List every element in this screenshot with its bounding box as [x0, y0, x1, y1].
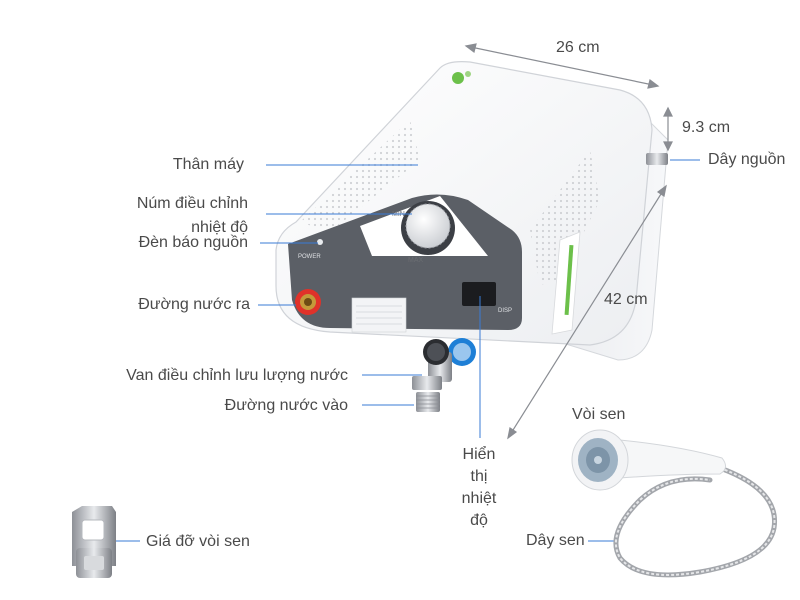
- power-light-icon: [317, 239, 323, 245]
- shower-set: [571, 429, 778, 578]
- brand-logo-icon: [452, 71, 471, 84]
- label-shower-hose: Dây sen: [526, 532, 585, 549]
- label-body: Thân máy: [172, 156, 244, 173]
- dimension-depth: 9.3 cm: [682, 119, 731, 136]
- dot-texture-left: [300, 120, 420, 232]
- label-temperature-knob: Núm điều chỉnh nhiệt độ: [136, 195, 248, 236]
- water-outlet-connector: [295, 289, 321, 315]
- shower-holder-icon: [72, 506, 116, 578]
- dimension-height: 42 cm: [604, 291, 648, 308]
- label-water-in: Đường nước vào: [224, 397, 348, 414]
- water-inlet-connector: [448, 338, 476, 366]
- knob-max-label: MAX: [408, 257, 424, 264]
- green-accent-strip: [551, 231, 581, 335]
- label-shower-holder: Giá đỡ vòi sen: [146, 533, 250, 550]
- dot-texture-right: [530, 150, 600, 285]
- shower-hose: [613, 465, 778, 578]
- flow-valve[interactable]: [412, 339, 452, 412]
- temperature-knob[interactable]: [401, 201, 455, 255]
- green-accent-bar: [564, 244, 574, 316]
- label-flow-valve: Van điều chỉnh lưu lượng nước: [126, 367, 348, 384]
- temperature-display: [462, 282, 496, 306]
- shower-head-icon: [571, 429, 629, 491]
- dimension-width: 26 cm: [556, 39, 600, 56]
- label-power-cord: Dây nguồn: [708, 151, 786, 168]
- label-temperature-display: Hiển thị nhiệt độ: [461, 446, 497, 529]
- leader-lines: [100, 159, 700, 542]
- water-heater-unit: MIN MAX POWER DISP: [275, 61, 669, 412]
- label-water-out: Đường nước ra: [138, 296, 250, 313]
- spec-sticker: [351, 297, 407, 333]
- shower-handle: [619, 439, 726, 479]
- label-power-light: Đèn báo nguồn: [138, 234, 248, 251]
- power-cord-stub: [646, 153, 668, 165]
- power-text: POWER: [298, 254, 321, 260]
- label-shower-head: Vòi sen: [572, 406, 626, 423]
- dimension-lines: [464, 43, 673, 440]
- display-text: DISP: [498, 308, 512, 314]
